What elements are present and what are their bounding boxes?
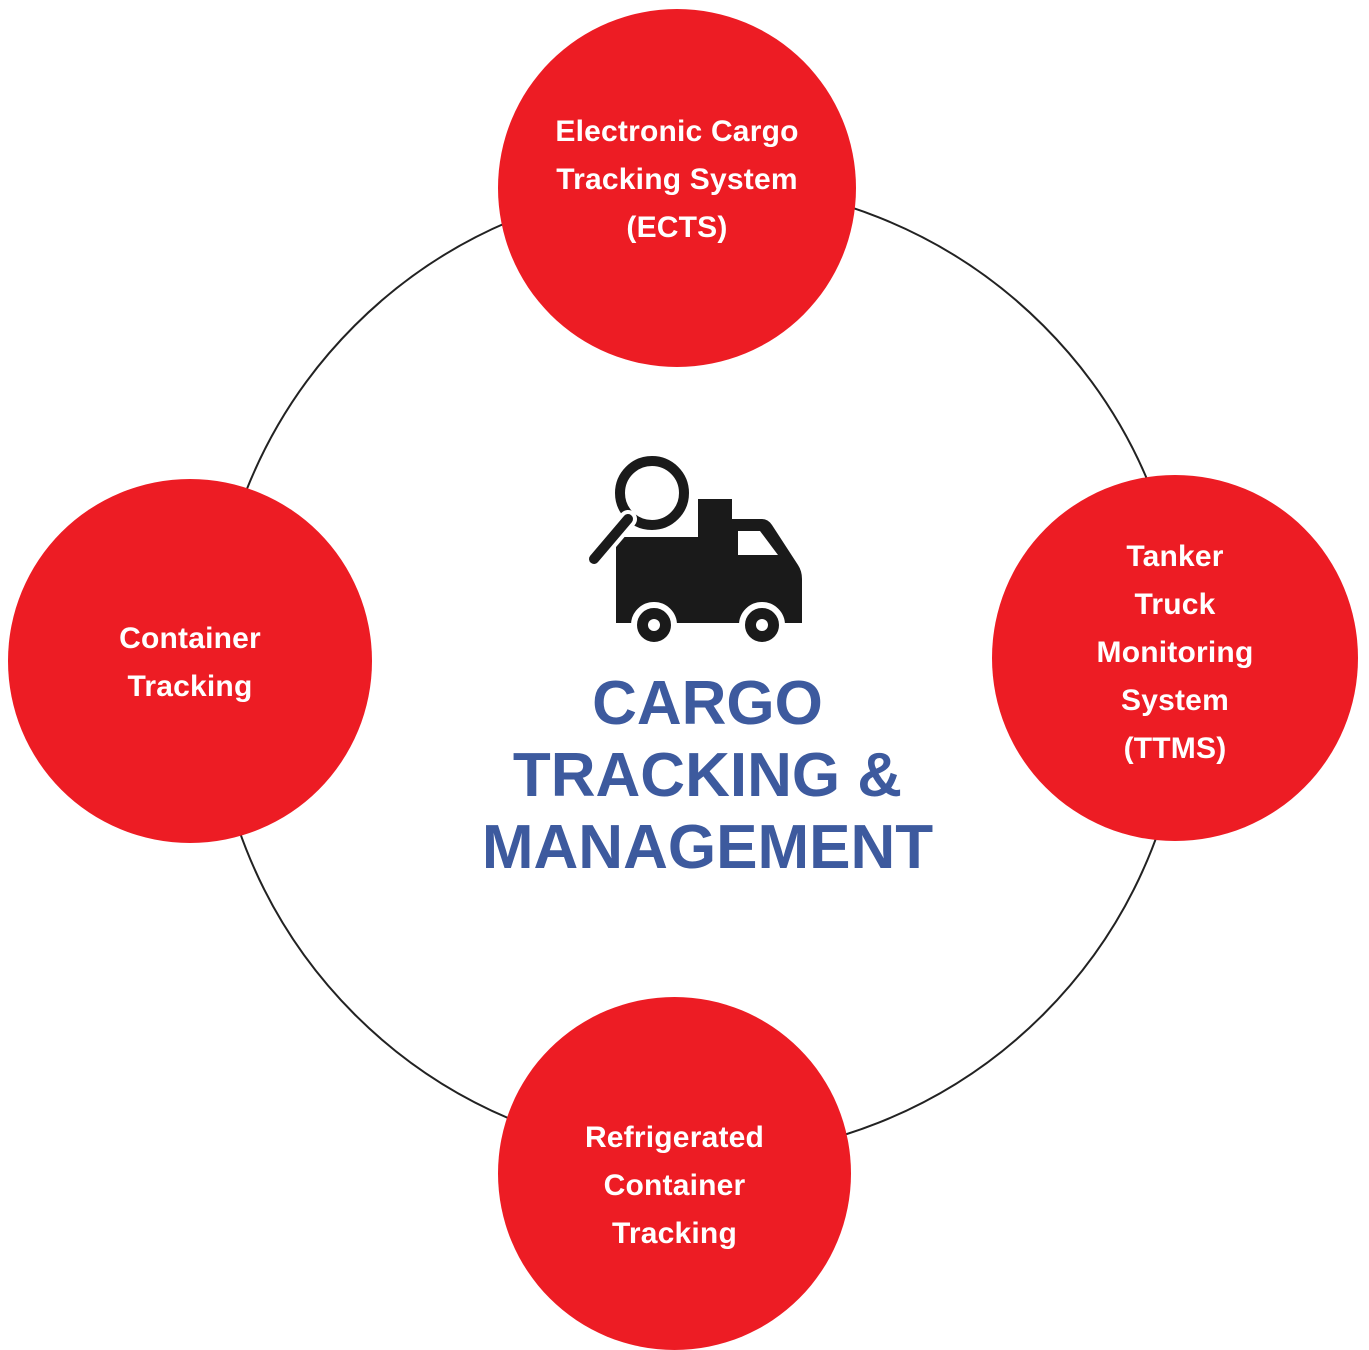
node-ttms: Tanker Truck Monitoring System (TTMS) bbox=[992, 475, 1358, 841]
node-ects: Electronic Cargo Tracking System (ECTS) bbox=[498, 9, 856, 367]
node-ects-label: Electronic Cargo Tracking System (ECTS) bbox=[555, 115, 799, 244]
node-container-tracking-label: Container Tracking bbox=[119, 622, 261, 703]
node-ttms-label: Tanker Truck Monitoring System (TTMS) bbox=[1096, 540, 1254, 765]
node-container-tracking: Container Tracking bbox=[8, 479, 372, 843]
truck-search-icon bbox=[585, 455, 802, 648]
node-refrigerated-container-tracking-label: Refrigerated Container Tracking bbox=[584, 1120, 765, 1250]
node-refrigerated-container-tracking: Refrigerated Container Tracking bbox=[498, 997, 851, 1350]
center-title: CARGO TRACKING & MANAGEMENT bbox=[481, 669, 934, 882]
